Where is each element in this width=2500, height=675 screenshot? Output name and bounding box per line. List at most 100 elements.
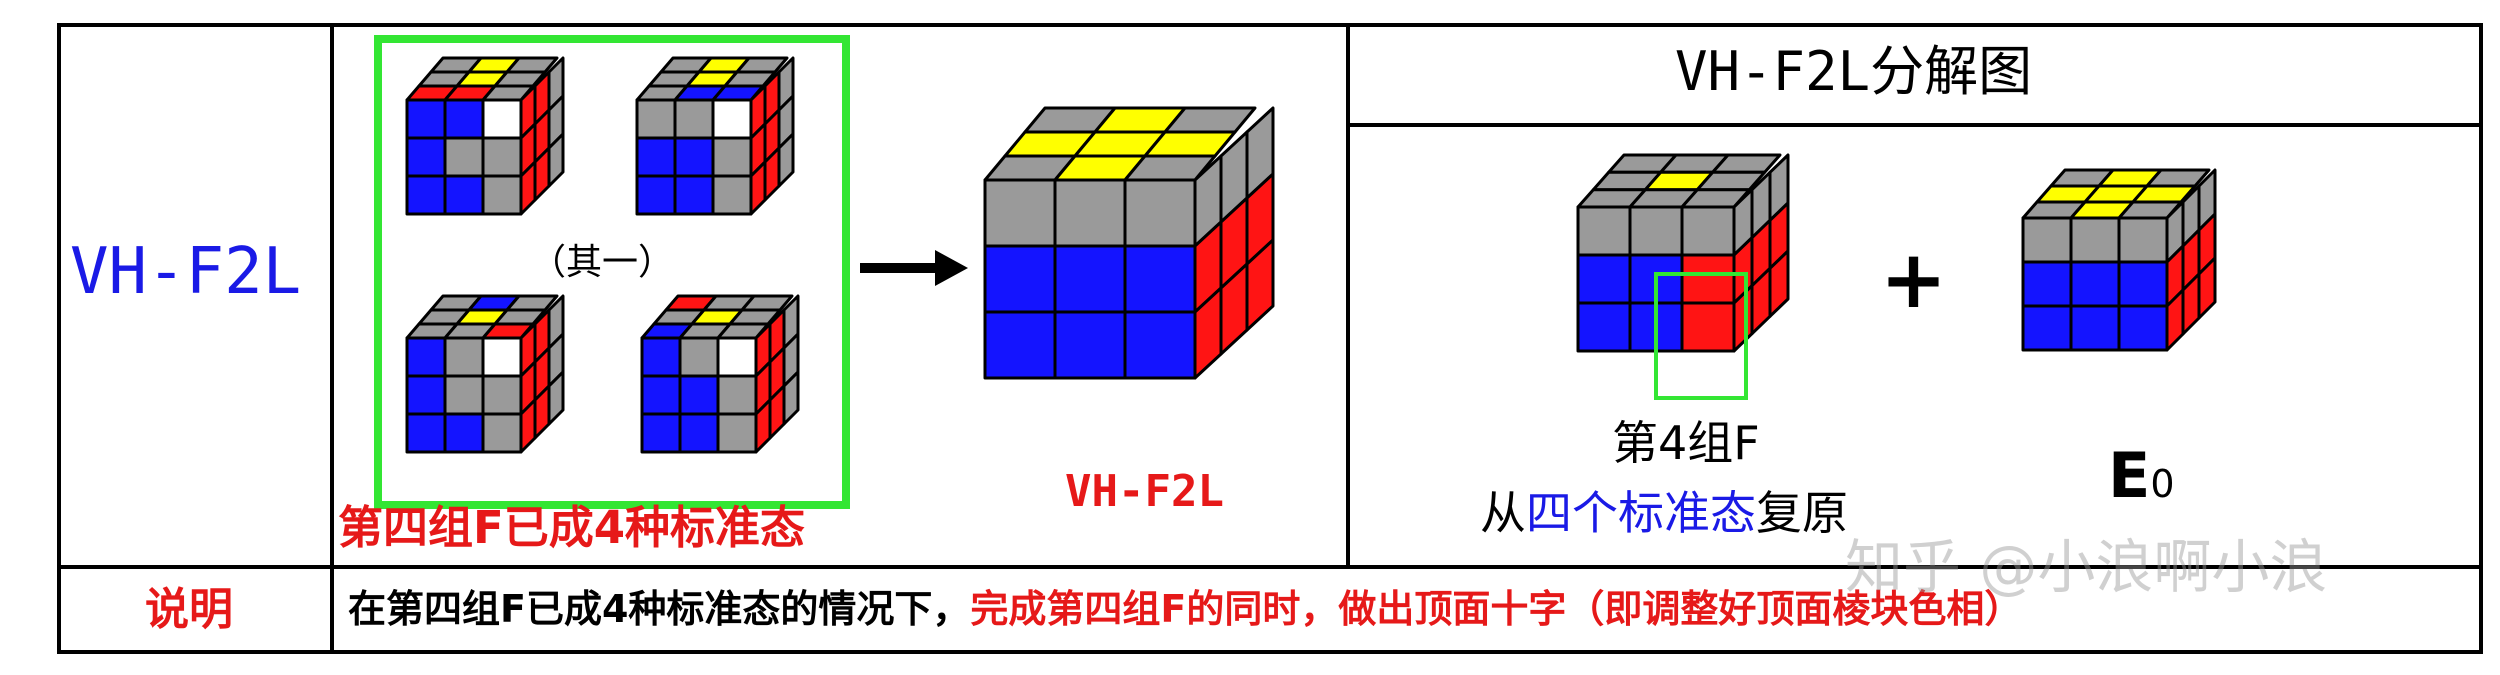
- cube-sticker-front: [1576, 301, 1632, 353]
- row-label: VH-F2L: [70, 235, 302, 309]
- table-top-border: [57, 23, 2483, 27]
- cube-sticker-front: [716, 374, 758, 416]
- cube-sticker-front: [405, 336, 447, 378]
- notes-text: 在第四组F已成4种标准态的情况下，完成第四组F的同时，做出顶面十字（即调整好顶面…: [348, 590, 2022, 628]
- cube-sticker-front: [983, 244, 1057, 314]
- cube-sticker-front: [2117, 304, 2169, 352]
- cube-sticker-front: [1576, 253, 1632, 305]
- cube-sticker-front: [2117, 260, 2169, 308]
- cube-sticker-front: [1053, 178, 1127, 248]
- cube-sticker-front: [640, 374, 682, 416]
- cube-sticker-front: [443, 136, 485, 178]
- table-left-border: [57, 23, 61, 654]
- result-label: VH-F2L: [1065, 466, 1224, 517]
- cube-sticker-right: [547, 132, 565, 188]
- part1-caption-suffix: 复原: [1756, 486, 1848, 540]
- cube-sticker-front: [673, 98, 715, 140]
- notes-text-red: 完成第四组F的同时，做出顶面十字（即调整好顶面棱块色相）: [970, 587, 2023, 631]
- cube-sticker-front: [2069, 260, 2121, 308]
- cube-sticker-front: [481, 412, 523, 454]
- cube-sticker-front: [2021, 260, 2073, 308]
- cube-sticker-front: [711, 98, 753, 140]
- cube-sticker-front: [1576, 205, 1632, 257]
- cube-sticker-front: [443, 98, 485, 140]
- cube-sticker-front: [678, 336, 720, 378]
- cube-sticker-front: [678, 412, 720, 454]
- cube-sticker-front: [1680, 205, 1736, 257]
- cube-sticker-front: [405, 174, 447, 216]
- cube-sticker-front: [2069, 216, 2121, 264]
- cube-sticker-front: [2021, 216, 2073, 264]
- group-cube-3: [405, 294, 565, 454]
- cube-sticker-front: [405, 374, 447, 416]
- cube-sticker-front: [711, 136, 753, 178]
- group-cube-1: [405, 56, 565, 216]
- cube-sticker-front: [481, 374, 523, 416]
- cube-sticker-right: [2197, 256, 2217, 320]
- part1-highlight-box: [1654, 272, 1748, 400]
- part1-caption-line1: 第4组F: [1612, 416, 1760, 470]
- table-bottom-border: [57, 650, 2483, 654]
- label-column-divider: [330, 23, 334, 654]
- part2-cube: [2021, 168, 2217, 352]
- cube-sticker-front: [443, 174, 485, 216]
- decomposition-title: VH-F2L分解图: [1675, 40, 2033, 103]
- cube-sticker-right: [782, 370, 800, 426]
- part2-label-sub: 0: [2150, 462, 2175, 506]
- group-cube-4: [640, 294, 800, 454]
- cube-sticker-right: [1768, 249, 1790, 318]
- part1-caption-line2: 从四个标准态复原: [1480, 490, 1848, 536]
- cube-sticker-front: [443, 374, 485, 416]
- cube-sticker-front: [678, 374, 720, 416]
- cube-sticker-front: [481, 136, 523, 178]
- cube-sticker-front: [716, 412, 758, 454]
- part1-cube: [1576, 153, 1790, 353]
- cube-sticker-front: [1053, 244, 1127, 314]
- cube-sticker-front: [2069, 304, 2121, 352]
- watermark: 知乎 @小浪啊小浪: [1845, 533, 2328, 601]
- cube-sticker-front: [443, 336, 485, 378]
- cube-sticker-front: [640, 336, 682, 378]
- cube-sticker-right: [777, 132, 795, 188]
- standard-states-frame: [374, 35, 850, 509]
- cube-sticker-front: [1123, 310, 1197, 380]
- cube-sticker-front: [1628, 205, 1684, 257]
- cube-sticker-right: [1245, 238, 1275, 332]
- cube-sticker-front: [2117, 216, 2169, 264]
- cube-sticker-front: [673, 136, 715, 178]
- group-caption: 第四组F已成4种标准态: [338, 501, 806, 554]
- cube-sticker-front: [405, 98, 447, 140]
- group-center-label: （其一）: [530, 242, 675, 283]
- cube-sticker-front: [983, 178, 1057, 248]
- cube-sticker-front: [983, 310, 1057, 380]
- part2-label-main: E: [2108, 439, 2151, 512]
- cube-sticker-front: [2021, 304, 2073, 352]
- cube-sticker-front: [673, 174, 715, 216]
- part2-label: E0: [2108, 445, 2175, 507]
- cube-sticker-front: [635, 136, 677, 178]
- cube-sticker-front: [405, 412, 447, 454]
- cube-sticker-front: [711, 174, 753, 216]
- part1-caption-prefix: 从: [1480, 486, 1526, 540]
- part1-caption-highlight: 四个标准态: [1526, 486, 1756, 540]
- cube-sticker-front: [1123, 244, 1197, 314]
- plus-icon: +: [1880, 233, 1948, 326]
- cube-sticker-front: [443, 412, 485, 454]
- group-cube-2: [635, 56, 795, 216]
- cube-sticker-front: [640, 412, 682, 454]
- cube-sticker-front: [405, 136, 447, 178]
- row-divider: [57, 565, 2483, 569]
- cube-sticker-front: [481, 174, 523, 216]
- cube-sticker-front: [1053, 310, 1127, 380]
- notes-label: 说明: [145, 584, 233, 635]
- result-cube: [983, 106, 1275, 380]
- cube-sticker-right: [547, 370, 565, 426]
- decomposition-title-divider: [1346, 123, 2483, 127]
- cube-sticker-front: [716, 336, 758, 378]
- cube-sticker-front: [635, 98, 677, 140]
- arrow-right-icon: [860, 250, 968, 286]
- cube-sticker-front: [635, 174, 677, 216]
- cube-sticker-front: [481, 98, 523, 140]
- cube-sticker-front: [1123, 178, 1197, 248]
- notes-text-black: 在第四组F已成4种标准态的情况下，: [348, 587, 971, 631]
